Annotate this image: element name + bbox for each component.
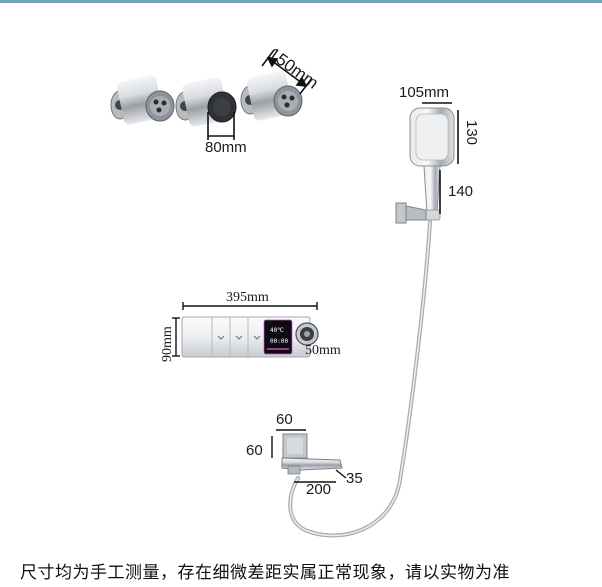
display-time: 00:00 bbox=[270, 338, 288, 345]
bath-spout bbox=[281, 433, 343, 475]
panel-width-label: 395mm bbox=[226, 290, 269, 305]
valve-length-dimension bbox=[261, 49, 313, 95]
valve-cartridge-3 bbox=[240, 71, 303, 121]
panel-height-label: 90mm bbox=[160, 326, 175, 362]
valve-diameter-dimension bbox=[207, 112, 235, 140]
spout-length-label: 200 bbox=[306, 481, 332, 498]
top-border-line bbox=[0, 0, 602, 3]
valve-diameter-label: 80mm bbox=[205, 139, 247, 156]
valve-cartridge-2 bbox=[175, 77, 237, 127]
panel-height-dimension bbox=[172, 317, 180, 357]
spout-outlet-label: 35 bbox=[346, 470, 363, 487]
measurement-disclaimer: 尺寸均为手工测量，存在细微差距实属正常现象，请以实物为准 bbox=[20, 563, 510, 583]
panel-width-dimension bbox=[182, 302, 318, 310]
hand-shower bbox=[409, 107, 455, 221]
handshower-width-label: 105mm bbox=[399, 84, 450, 101]
spout-plate-height-label: 60 bbox=[246, 442, 263, 459]
spout-plate-width-label: 60 bbox=[276, 411, 293, 428]
thermostatic-panel bbox=[181, 316, 319, 358]
valve-cartridge-1 bbox=[110, 75, 175, 125]
knob-diameter-label: 50mm bbox=[305, 343, 341, 358]
display-temperature: 40℃ bbox=[270, 327, 284, 334]
shower-holder-bracket bbox=[395, 202, 427, 224]
spout-outlet-dimension bbox=[335, 469, 347, 479]
handshower-handle-label: 140 bbox=[448, 183, 474, 200]
handshower-height-label: 130 bbox=[463, 120, 480, 146]
